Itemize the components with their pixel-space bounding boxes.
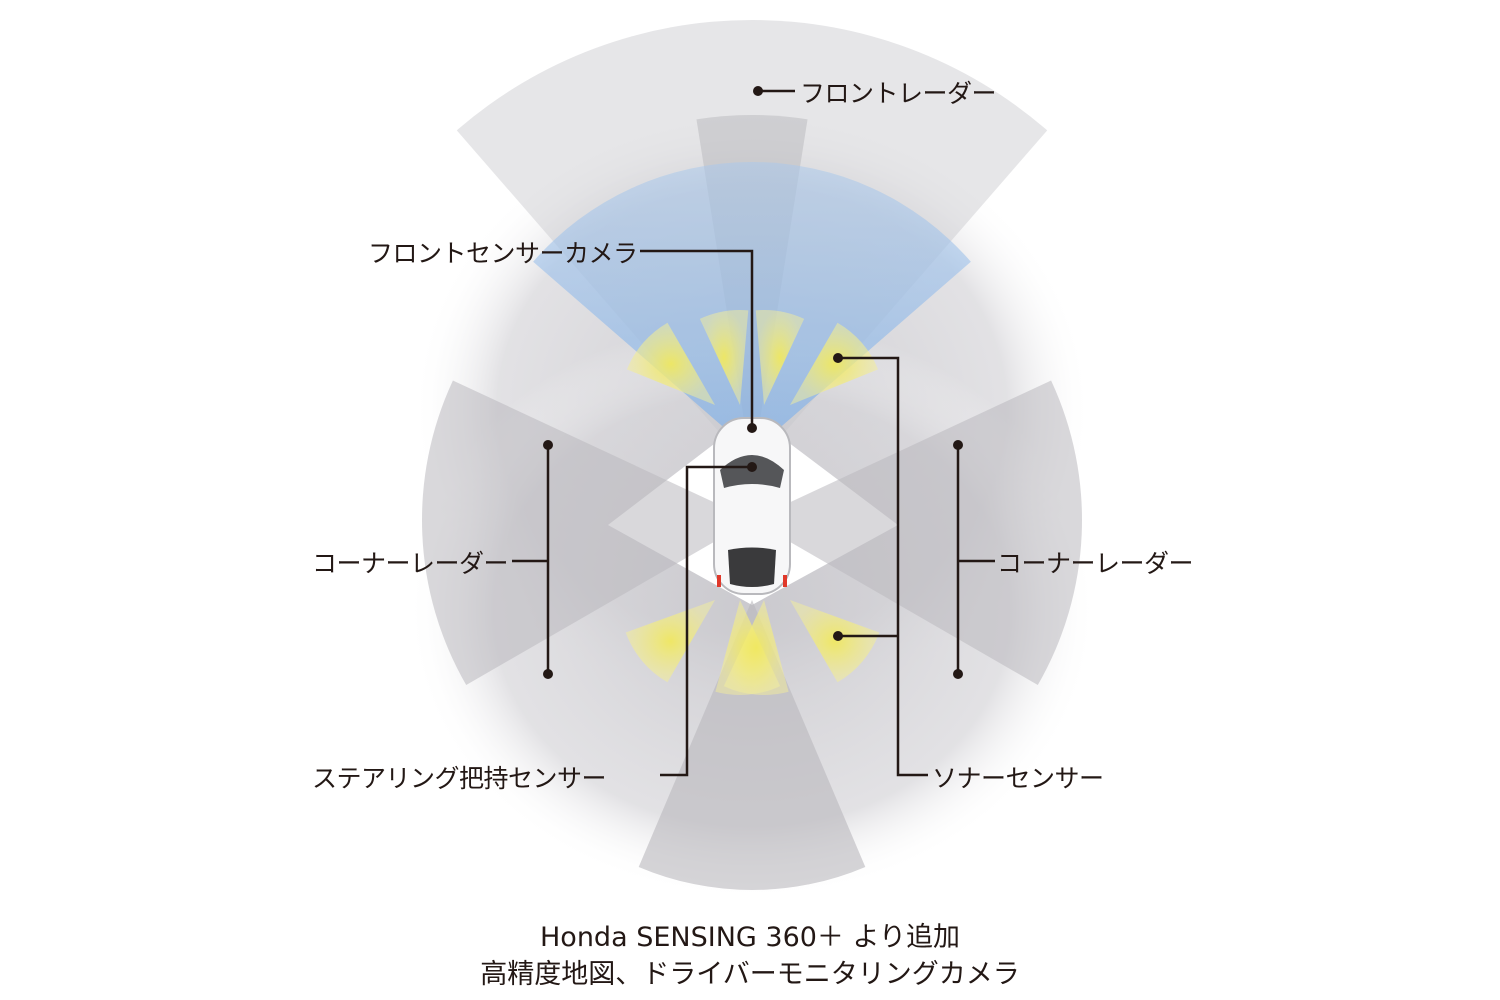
label-steering-sensor: ステアリング把持センサー	[312, 764, 607, 793]
sensor-dot	[543, 440, 553, 450]
sensor-dot	[747, 423, 757, 433]
rear-sonar-range	[790, 600, 880, 683]
sensor-dot	[953, 440, 963, 450]
front-sonar-range	[790, 322, 879, 405]
label-front-radar: フロントレーダー	[800, 79, 997, 108]
front-sonar-range	[755, 310, 805, 405]
sensor-dot	[833, 353, 843, 363]
sensor-dot	[953, 669, 963, 679]
rear-radar-range	[638, 600, 866, 890]
front-sonar-range	[699, 310, 749, 405]
leader-line	[838, 356, 928, 777]
leader-line	[640, 249, 754, 428]
corner-radar-right-range	[752, 380, 1082, 685]
label-corner-radar-right: コーナーレーダー	[997, 549, 1194, 578]
caption-line-2: 高精度地図、ドライバーモニタリングカメラ	[480, 959, 1020, 990]
label-sonar-sensor: ソナーセンサー	[932, 764, 1104, 793]
sensor-dot	[543, 669, 553, 679]
label-corner-radar-left: コーナーレーダー	[312, 549, 509, 578]
sensor-dot	[753, 86, 763, 96]
corner-radar-left-range	[422, 380, 752, 685]
rear-sonar-range	[625, 600, 715, 683]
leader-line	[660, 465, 752, 777]
label-front-camera: フロントセンサーカメラ	[368, 239, 638, 268]
sensor-dot	[833, 631, 843, 641]
leader-line	[512, 445, 550, 674]
sensor-dot	[747, 462, 757, 472]
caption-line-1: Honda SENSING 360＋ より追加	[540, 922, 960, 953]
car-top-view	[713, 417, 791, 595]
leader-lines	[512, 86, 995, 777]
leader-line	[956, 445, 995, 674]
rear-sonar-range	[723, 600, 789, 695]
front-sonar-range	[626, 322, 715, 405]
